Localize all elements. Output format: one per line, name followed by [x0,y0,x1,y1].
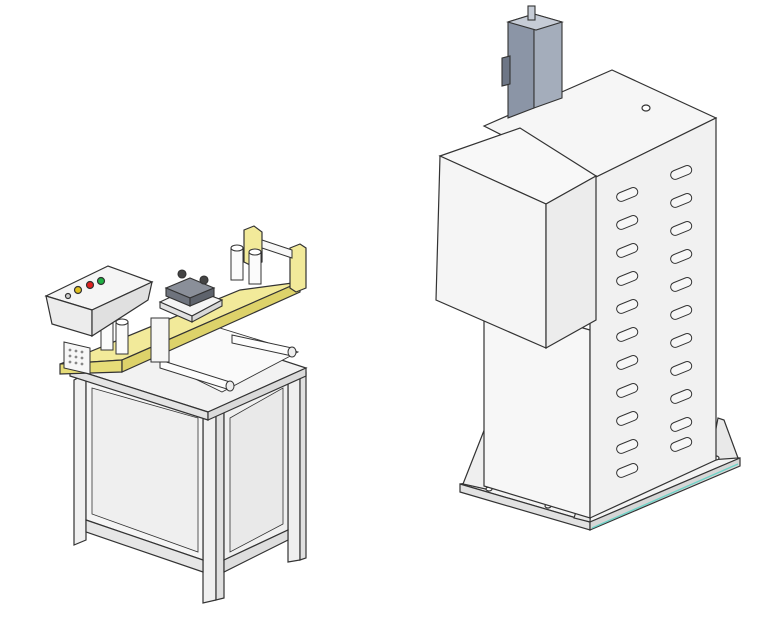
tower-machine [435,5,741,531]
vent-slot-icon [616,327,639,342]
vent-slot-icon [670,361,693,376]
press-knob-2 [199,275,209,285]
roller-post [150,317,170,363]
roller-upright-2-top [248,248,262,256]
press-knob-1 [177,269,187,279]
leg-right [287,367,301,563]
keypad-panel [63,341,91,375]
press-plate-side [189,287,215,307]
vent-slot-icon [670,249,693,264]
press-block [158,269,224,323]
vent-slot-icon [670,389,693,404]
upright-rollers [100,239,293,363]
air-cylinder [501,5,564,119]
slot-column-left [616,187,639,478]
vent-slot-icon [616,463,639,478]
roller-upright-4 [115,321,129,355]
cabinet [85,377,289,573]
vent-slot-icon [616,243,639,258]
roller-upright-4-top [115,318,129,326]
roller-upright-1-top [230,244,244,252]
vent-slot-icon [670,417,693,432]
roller-bar-top [261,239,293,259]
upper-housing [435,127,598,350]
base-accent-line [591,463,739,529]
table-rollers [159,334,297,392]
vent-slot-icon [616,355,639,370]
leg-front-mid-side [215,407,225,601]
housing-side [545,174,597,350]
control-button-icon [96,276,106,286]
vent-slot-icon [670,305,693,320]
leg-right-side [299,366,307,561]
cylinder-rod [527,5,536,21]
roller-long-2-end [287,346,297,358]
vent-slot-icon [670,437,693,452]
slot-column-right [670,165,693,452]
leg-front-mid [202,407,217,604]
vent-slot-icon [616,299,639,314]
control-button-icon [73,285,83,295]
roller-upright-2 [248,251,262,285]
vent-slot-icon [616,383,639,398]
rail-end-bracket [289,243,307,293]
control-button-icon [85,280,95,290]
control-button-icon [64,292,72,300]
feeder-machine [44,225,308,604]
keypad-holes [68,348,84,366]
vent-slot-icon [616,439,639,454]
vent-slot-icon [670,277,693,292]
vent-slot-icon [616,215,639,230]
vent-slot-icon [670,221,693,236]
roller-upright-1 [230,247,244,281]
roller-long-1-end [225,380,235,392]
vent-slots [616,165,693,478]
mounting-hole-icon [641,104,651,112]
leg-front-left [73,373,87,546]
vent-slot-icon [616,411,639,426]
control-box [44,265,154,338]
cylinder-front [507,13,535,119]
control-box-side [91,280,153,338]
keypad-face [63,341,91,375]
cabinet-bottom-rail-side [223,529,289,573]
cabinet-bottom-rail [85,519,204,573]
press-base-side [191,299,223,323]
vent-slot-icon [670,193,693,208]
cabinet-side-inner [229,387,284,553]
vent-slot-icon [616,271,639,286]
cylinder-top [506,13,564,31]
vent-slot-icon [670,165,693,180]
vent-slot-icon [616,187,639,202]
cabinet-front-inner [91,387,199,553]
table-edge-side [207,367,307,421]
cabinet-right-face [589,117,717,519]
vent-slot-icon [670,333,693,348]
cylinder-valve [501,55,511,87]
